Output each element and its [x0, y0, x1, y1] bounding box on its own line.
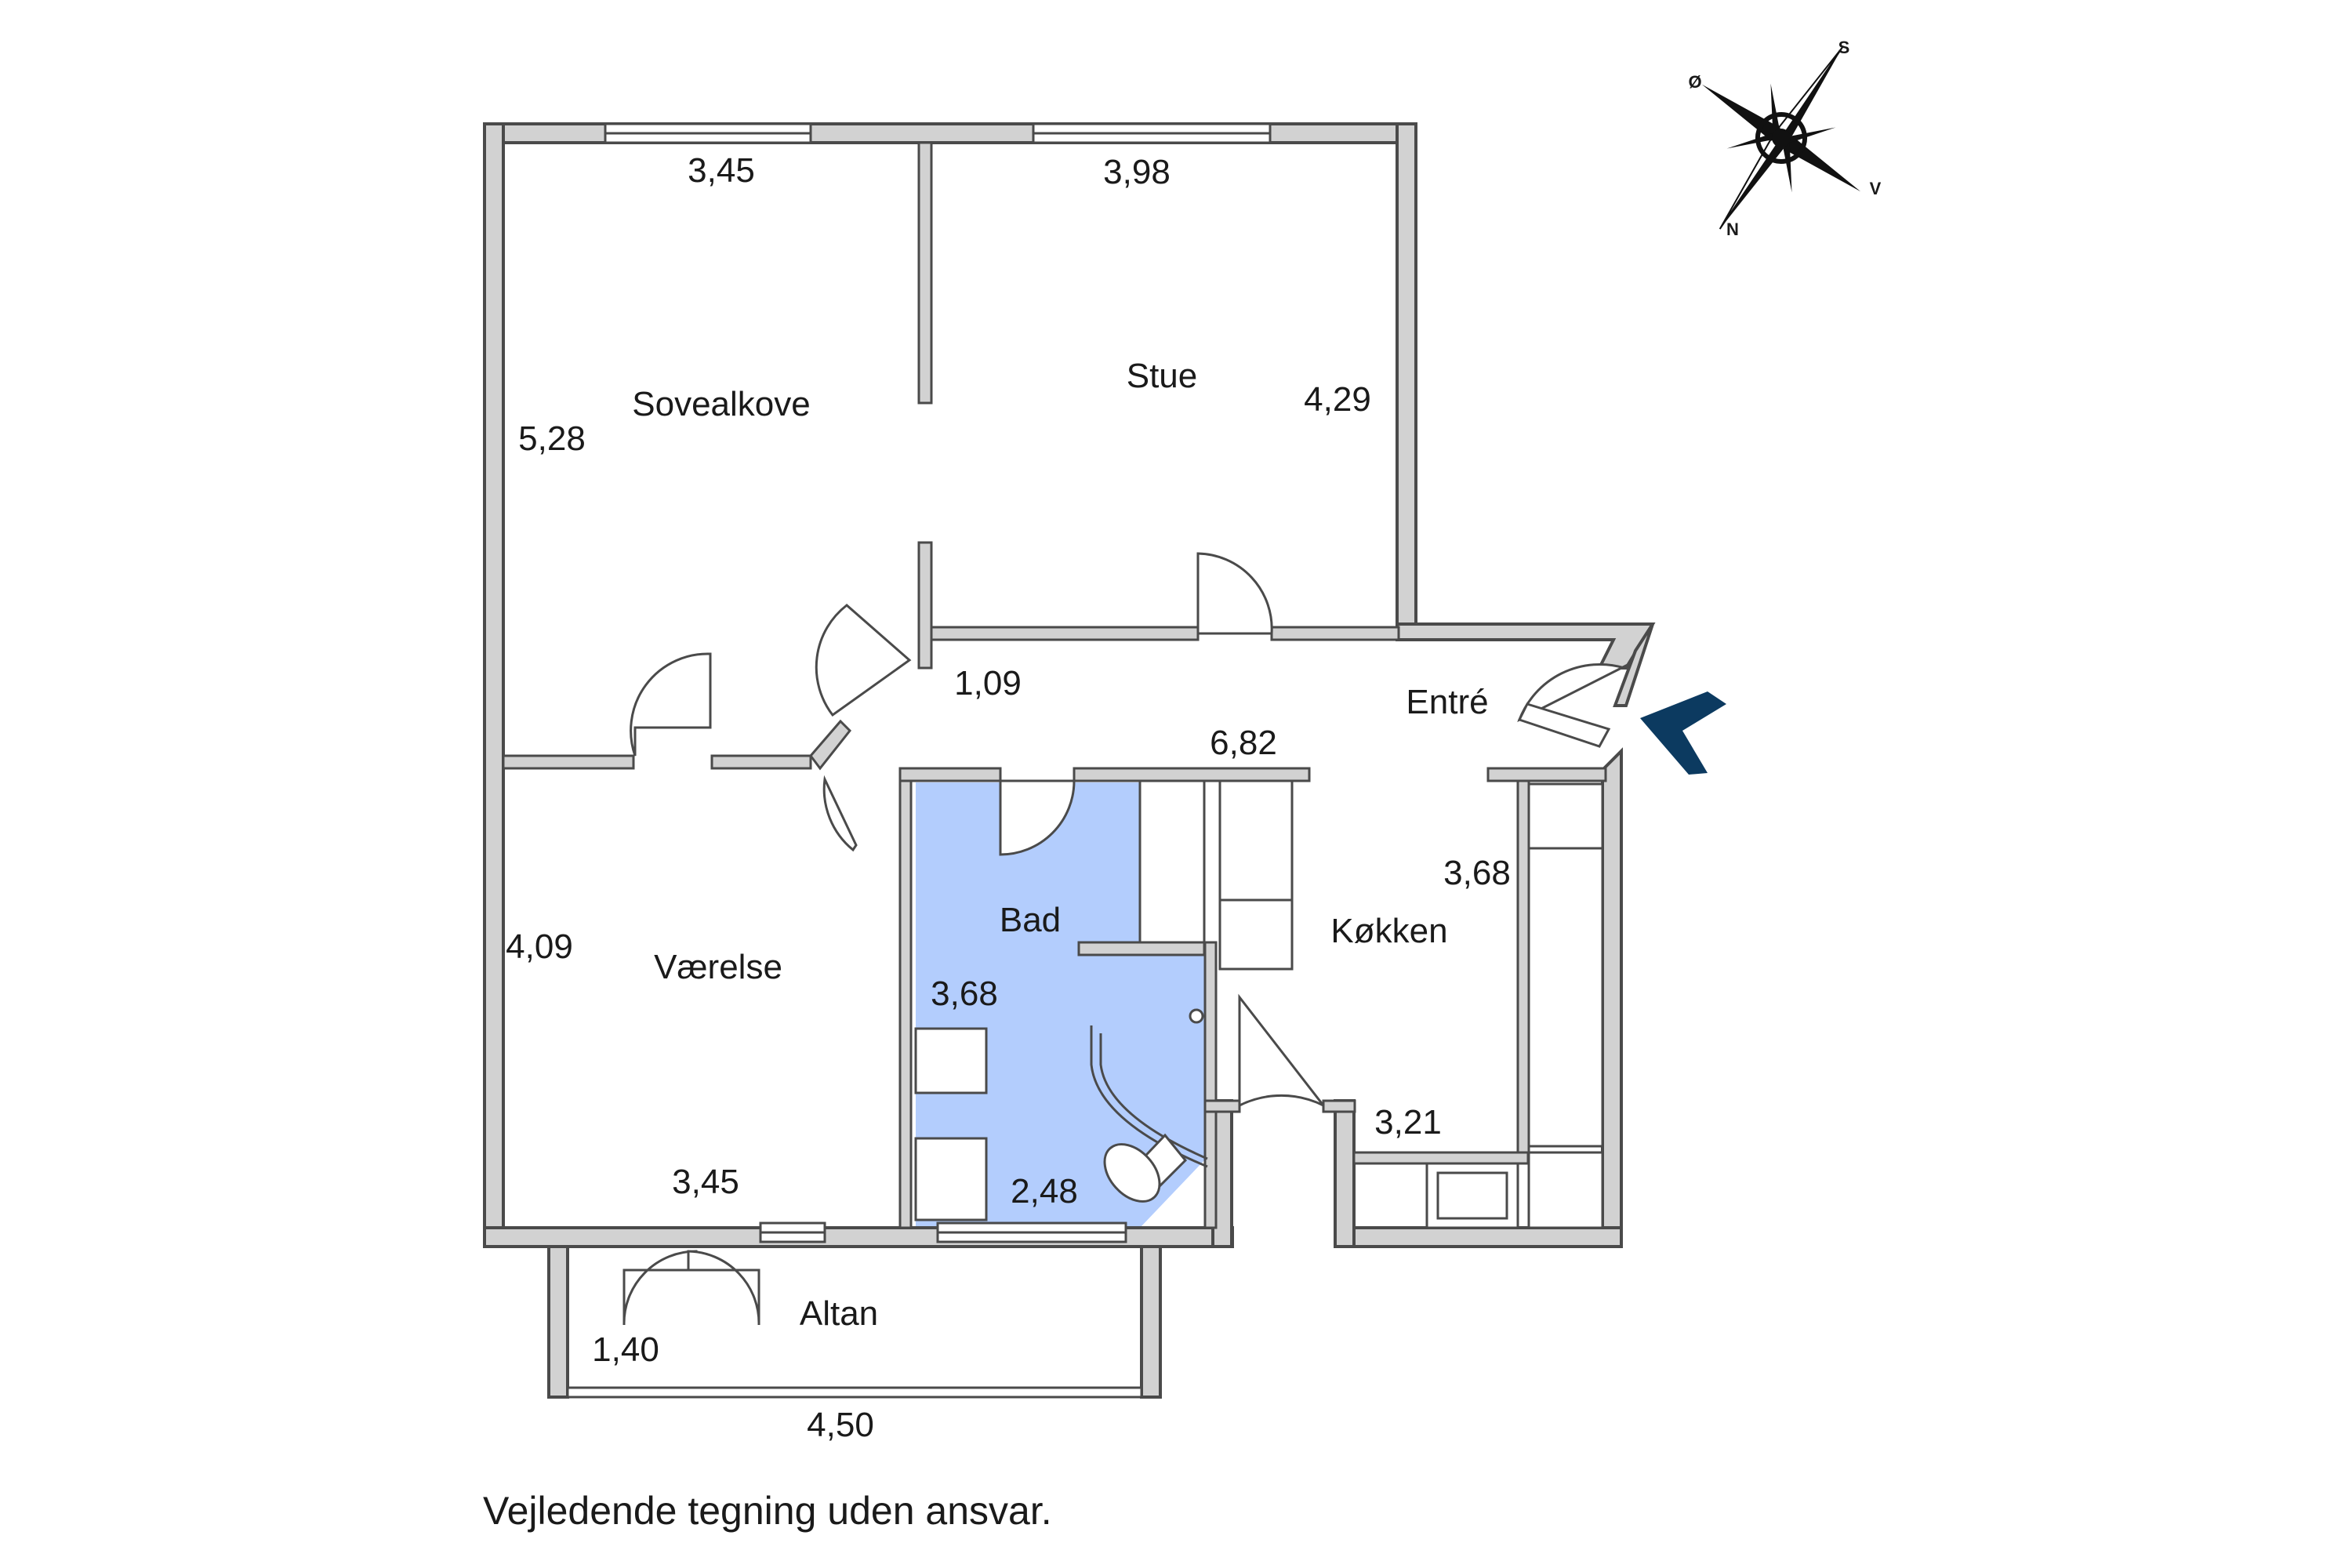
doors [622, 552, 1629, 1326]
compass-v: V [1870, 179, 1882, 198]
dim-kitchen-width: 3,21 [1374, 1103, 1442, 1142]
room-label-sovealkove: Sovealkove [632, 385, 810, 423]
dim-stue-height: 4,29 [1304, 380, 1371, 419]
windows [604, 122, 1272, 1243]
dim-altan-depth: 1,40 [592, 1330, 659, 1369]
dim-sovealkove-width: 3,45 [688, 151, 755, 190]
room-label-bad: Bad [1000, 901, 1061, 939]
compass-n: N [1726, 220, 1739, 239]
room-label-entre: Entré [1406, 683, 1488, 721]
dim-entre-length: 6,82 [1210, 724, 1277, 762]
dim-vaerelse-width: 3,45 [672, 1163, 739, 1201]
inner-walls [502, 141, 1607, 1229]
compass-o: Ø [1688, 72, 1701, 92]
bathroom-fixtures [914, 779, 1208, 1221]
dim-altan-width: 4,50 [807, 1406, 874, 1444]
dim-stue-width: 3,98 [1103, 153, 1171, 191]
compass-rose-icon [1701, 46, 1861, 230]
room-label-stue: Stue [1127, 357, 1198, 395]
dim-sovealkove-height: 5,28 [518, 419, 586, 458]
dim-vaerelse-height: 4,09 [506, 927, 573, 966]
room-label-vaerelse: Værelse [654, 948, 782, 986]
compass-s: S [1838, 38, 1850, 57]
dim-bad-height: 3,68 [931, 975, 998, 1013]
dim-bad-width: 2,48 [1011, 1172, 1078, 1210]
entrance-arrow-icon [1640, 691, 1726, 775]
dim-hall-width: 1,09 [954, 664, 1022, 702]
dim-kitchen-height: 3,68 [1443, 854, 1511, 892]
room-label-kokken: Køkken [1330, 912, 1447, 950]
room-label-altan: Altan [800, 1294, 878, 1333]
disclaimer-text: Vejledende tegning uden ansvar. [483, 1489, 1052, 1533]
kitchen-fixtures [1218, 779, 1604, 1229]
